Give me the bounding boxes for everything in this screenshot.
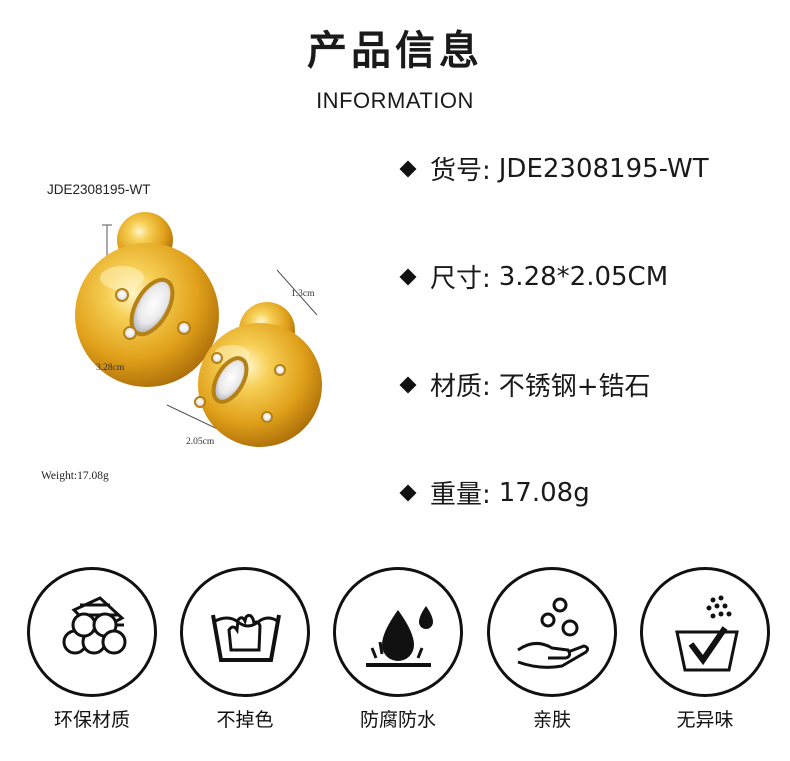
width-dimension-label: 2.05cm [186,437,215,447]
feature-eco-material: 环保材质 [17,567,167,732]
feature-label: 防腐防水 [359,709,436,731]
eco-material-icon [27,567,157,697]
feature-no-odor: 无异味 [630,567,780,732]
diamond-bullet-icon [399,376,417,393]
sku-label: JDE2308195-WT [47,182,151,197]
spec-label: 重量: [430,480,491,510]
spec-value: JDE2308195-WT [498,153,709,184]
weight-label: Weight:17.08g [41,470,109,482]
spec-value: 3.28*2.05CM [498,261,669,292]
feature-wash-no-fade: 不掉色 [170,567,320,732]
spec-item-size: 尺寸: 3.28*2.05CM [398,258,668,295]
spec-label: 材质: [430,372,491,402]
skin-friendly-icon [487,567,617,697]
feature-skin-friendly: 亲肤 [477,567,627,732]
feature-label: 亲肤 [532,709,571,731]
earring-illustration [75,212,322,447]
spec-value: 17.08g [498,477,590,508]
product-photo [32,150,372,485]
ball-dimension-label: 1.3cm [291,289,315,299]
no-odor-icon [640,567,770,697]
diamond-bullet-icon [399,160,417,177]
height-dimension-label: 3.28cm [96,363,125,373]
page-subtitle: INFORMATION [316,88,474,113]
waterproof-icon [333,567,463,697]
spec-item-sku: 货号: JDE2308195-WT [398,150,709,187]
feature-label: 无异味 [676,709,734,731]
spec-label: 货号: [430,156,491,186]
feature-label: 不掉色 [216,709,274,731]
diamond-bullet-icon [399,484,417,501]
spec-item-material: 材质: 不锈钢+锆石 [398,366,651,403]
right-marquise-gem [211,356,249,404]
spec-label: 尺寸: [430,264,491,294]
feature-waterproof: 防腐防水 [323,567,473,732]
spec-item-weight: 重量: 17.08g [398,474,590,511]
feature-label: 环保材质 [53,709,130,731]
wash-no-fade-icon [180,567,310,697]
spec-value: 不锈钢+锆石 [498,372,651,402]
left-marquise-gem [129,277,175,337]
page-title: 产品信息 [307,28,483,74]
diamond-bullet-icon [399,268,417,285]
